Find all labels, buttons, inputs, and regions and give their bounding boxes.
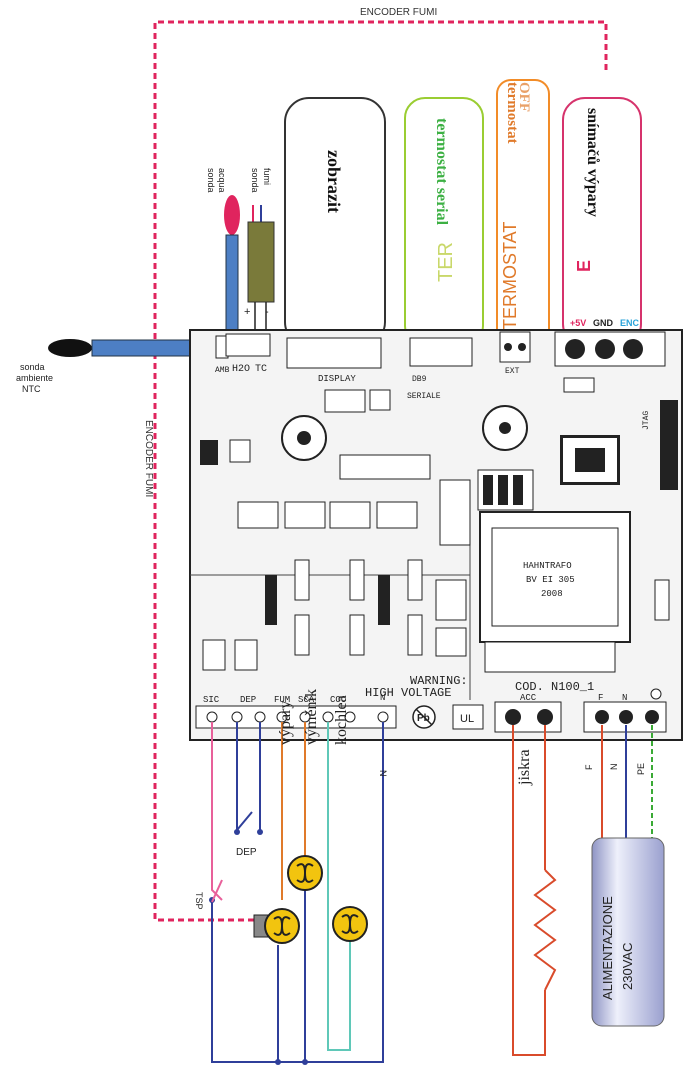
ignitor-wire-a bbox=[512, 725, 546, 1056]
wire-sic bbox=[211, 722, 223, 901]
board-tc-label: TC bbox=[255, 364, 267, 375]
board-ext-label: EXT bbox=[505, 367, 520, 376]
jtag-header bbox=[660, 400, 678, 490]
smoke-probe-body bbox=[247, 221, 275, 303]
smoke-probe-label-2: fumi bbox=[262, 168, 272, 185]
ul-label: UL bbox=[460, 713, 474, 725]
encoder-wire bbox=[153, 20, 608, 922]
smoke-fan-motor bbox=[253, 908, 300, 944]
jiskra-label: jiskra bbox=[516, 749, 533, 786]
thermostat-label-a: TERMOSTAT bbox=[500, 222, 520, 330]
pin-gnd-label: GND bbox=[593, 318, 614, 328]
term-n: N bbox=[380, 693, 385, 703]
water-probe-cable bbox=[225, 234, 239, 341]
tsp-label: TSP bbox=[194, 892, 204, 910]
extractor-letter: E bbox=[574, 260, 594, 272]
ambient-probe-label-1: sonda bbox=[20, 362, 45, 372]
display-box bbox=[284, 97, 386, 347]
smoke-probe-plus: + bbox=[244, 306, 250, 318]
smoke-probe-minus: - bbox=[265, 306, 269, 318]
trafo-label-1: HAHNTRAFO bbox=[523, 561, 572, 571]
encoder-top-label: ENCODER FUMI bbox=[360, 7, 437, 18]
ambient-probe-cable bbox=[91, 339, 203, 357]
encoder-side-label: ENCODER FUMI bbox=[143, 420, 154, 497]
water-probe-label-1: sonda bbox=[206, 168, 216, 193]
supply-n-label: N bbox=[609, 764, 619, 771]
trafo-label-3: 2008 bbox=[541, 589, 563, 599]
thermostat-label-c: OFF bbox=[516, 82, 532, 112]
board-display-label: DISPLAY bbox=[318, 374, 356, 384]
board-jtag-label: JTAG bbox=[642, 411, 651, 430]
board-db9-label: DB9 bbox=[412, 375, 427, 384]
warning-line-2: HIGH VOLTAGE bbox=[365, 686, 451, 700]
exchanger-fan-motor bbox=[287, 855, 323, 891]
term-sic: SIC bbox=[203, 695, 220, 705]
display-connector bbox=[286, 337, 382, 369]
dep-label: DEP bbox=[236, 847, 257, 858]
extractor-main-label: snímačů výpary bbox=[584, 108, 601, 217]
ambient-probe-label-2: ambiente bbox=[16, 373, 53, 383]
board-seriale-label: SERIALE bbox=[407, 392, 441, 401]
acc-label: ACC bbox=[520, 693, 537, 703]
term-coc: COC bbox=[330, 695, 347, 705]
warning-line-1: WARNING: bbox=[410, 674, 468, 688]
neutral-label: N bbox=[378, 770, 388, 777]
ignitor-resistor bbox=[533, 869, 557, 991]
display-label: zobrazit bbox=[324, 150, 344, 213]
board-amb-label: AMB bbox=[215, 366, 230, 375]
serial-main-label: termostat serial bbox=[433, 118, 450, 226]
board-code: COD. N100_1 bbox=[515, 680, 594, 694]
bridge-rectifier bbox=[339, 454, 431, 480]
trafo-label-2: BV EI 305 bbox=[526, 575, 575, 585]
fn-n-label: N bbox=[622, 693, 627, 703]
h2o-tc-connector bbox=[225, 333, 271, 357]
wire-neutral bbox=[211, 722, 384, 1063]
ul-mark bbox=[452, 704, 484, 730]
extractor-box bbox=[562, 97, 642, 347]
ambient-probe-tip bbox=[48, 339, 92, 357]
term-sca: SCA bbox=[298, 695, 315, 705]
smoke-probe-label-1: sonda bbox=[250, 168, 260, 193]
auger-motor bbox=[332, 906, 368, 942]
supply-label: ALIMENTAZIONE bbox=[600, 896, 615, 1000]
water-probe-label-2: acqua bbox=[217, 168, 227, 193]
term-fum: FUM bbox=[274, 695, 290, 705]
term-dep: DEP bbox=[240, 695, 256, 705]
tsp-switch bbox=[211, 879, 223, 903]
fn-f-label: F bbox=[598, 693, 603, 703]
serial-connector bbox=[409, 337, 473, 367]
thermostat-label-b: termostat bbox=[504, 82, 520, 144]
water-probe-tip bbox=[224, 195, 240, 235]
supply-voltage: 230VAC bbox=[620, 943, 635, 990]
board-h2o-label: H2O bbox=[232, 364, 250, 375]
pb-label: Pb bbox=[417, 713, 430, 724]
serial-abbr-label: TER bbox=[435, 242, 457, 282]
power-supply-cylinder bbox=[591, 837, 665, 1027]
wire-coc bbox=[327, 722, 351, 1051]
kochlea-label: kochlea bbox=[333, 695, 350, 745]
supply-f-label: F bbox=[584, 764, 594, 770]
load-terminal-block bbox=[195, 705, 397, 729]
pin-enc-label: ENC bbox=[620, 318, 640, 328]
pin-5v-label: +5V bbox=[570, 318, 586, 328]
supply-pe-label: PE bbox=[636, 763, 646, 775]
ambient-probe-label-3: NTC bbox=[22, 384, 41, 394]
vymenik-label: výměník bbox=[303, 689, 320, 745]
vypary-label: výpary bbox=[277, 701, 294, 745]
